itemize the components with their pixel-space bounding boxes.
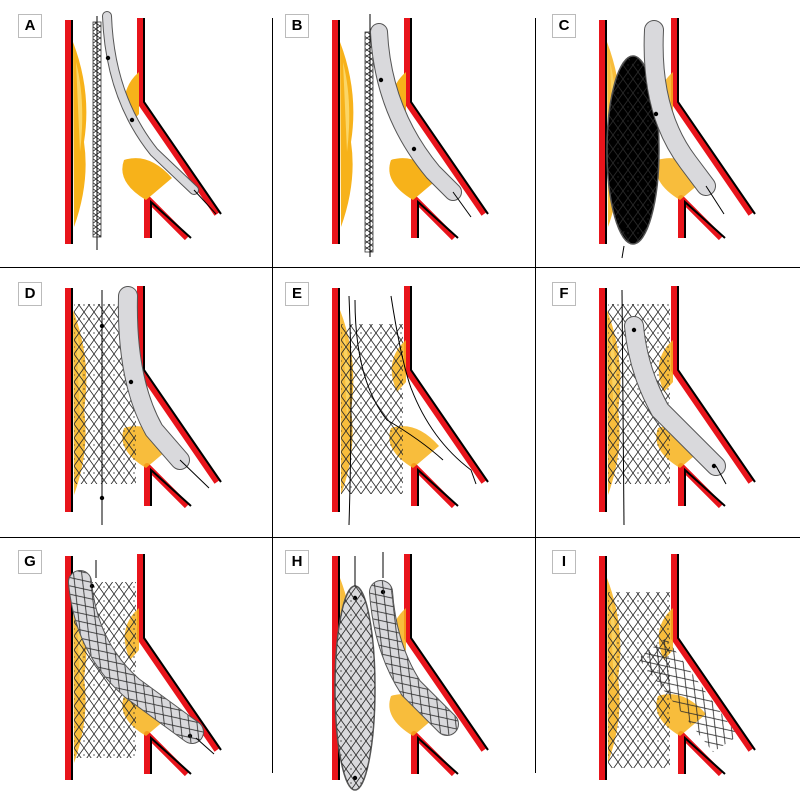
vessel-carina-outline: [150, 467, 192, 507]
vessel-right-wall-outline: [410, 18, 489, 215]
panel-d-illustration: [65, 286, 222, 525]
branch-balloon-marker-1: [129, 117, 135, 123]
panel-label: C: [552, 14, 576, 38]
branch-balloon: [103, 12, 198, 194]
divider-vertical-right: [535, 18, 536, 773]
crimped-stent-main: [92, 21, 102, 238]
guidewire-branch: [193, 189, 217, 215]
panel-h: H: [271, 538, 537, 804]
panel-a: A: [4, 2, 270, 268]
guidewire-main-tail: [621, 245, 625, 259]
vessel-right-wall: [137, 554, 220, 752]
branch-balloon-marker-0: [128, 379, 134, 385]
vessel-right-wall-outline: [677, 286, 756, 483]
vessel-carina-outline: [150, 199, 192, 239]
vessel-right-wall-outline: [410, 554, 489, 751]
crimped-stent-main: [364, 31, 374, 253]
guidewire-main: [348, 295, 352, 526]
vessel-right-wall-outline: [143, 286, 222, 483]
vessel-carina-outline: [684, 735, 726, 775]
plaque-left-highlight: [76, 62, 83, 152]
vessel-right-wall: [404, 286, 487, 484]
panel-g-illustration: [65, 554, 222, 780]
branch-stent: [69, 571, 203, 743]
divider-horizontal-bottom: [0, 537, 800, 538]
guidewire-branch: [179, 459, 210, 489]
divider-horizontal-top: [0, 267, 800, 268]
guidewire-main: [621, 289, 625, 526]
branch-balloon: [371, 24, 461, 200]
panel-b-illustration: [332, 14, 489, 257]
main-wire-marker-bottom: [99, 495, 105, 501]
panel-a-illustration: [65, 11, 222, 250]
main-stent: [335, 586, 375, 790]
plaque-carina: [122, 158, 172, 200]
panel-label: F: [552, 282, 576, 306]
branch-balloon-marker-0: [631, 327, 637, 333]
panel-c-illustration: [599, 18, 756, 259]
branch-stent: [638, 638, 738, 752]
panel-label: H: [285, 550, 309, 574]
main-balloon-marker-bottom: [623, 227, 629, 233]
branch-balloon: [644, 21, 715, 195]
panel-d: D: [4, 270, 270, 536]
branch-balloon-marker-1: [711, 463, 717, 469]
vessel-carina-outline: [684, 199, 726, 239]
branch-balloon-marker-1: [411, 146, 417, 152]
main-wire-marker-top: [99, 323, 105, 329]
divider-vertical-left: [272, 18, 273, 773]
vessel-carina-outline: [417, 735, 459, 775]
vessel-right-wall-outline: [677, 18, 756, 215]
vessel-right-wall: [404, 18, 487, 216]
vessel-right-wall: [404, 554, 487, 752]
panel-h-illustration: [332, 552, 489, 791]
guidewire-branch: [390, 295, 477, 485]
guidewire-branch: [452, 191, 472, 218]
panel-e-illustration: [332, 286, 489, 526]
branch-stent: [370, 581, 458, 735]
panel-f: F: [538, 270, 800, 536]
main-balloon-with-stent: [606, 55, 660, 245]
vessel-right-wall: [671, 286, 754, 484]
panel-label: A: [18, 14, 42, 38]
branch-balloon-marker-0: [653, 111, 659, 117]
plaque-left-highlight: [343, 62, 350, 152]
guidewire-rewire: [354, 299, 444, 461]
guidewire-branch: [195, 737, 215, 755]
vessel-right-wall-outline: [143, 18, 222, 215]
panel-b: B: [271, 2, 537, 268]
vessel-right-wall-outline: [143, 554, 222, 751]
vessel-right-wall: [137, 18, 220, 216]
guidewire-branch: [715, 465, 727, 485]
vessel-carina-outline: [417, 467, 459, 507]
vessel-right-wall: [671, 554, 754, 752]
panel-label: E: [285, 282, 309, 306]
panel-f-illustration: [599, 286, 756, 526]
guidewire-branch: [705, 185, 725, 215]
branch-balloon-marker-0: [378, 77, 384, 83]
panel-label: I: [552, 550, 576, 574]
vessel-right-wall-outline: [677, 554, 756, 751]
vessel-carina-outline: [684, 467, 726, 507]
main-balloon-marker-top: [628, 59, 634, 65]
panel-label: B: [285, 14, 309, 38]
panel-label: G: [18, 550, 42, 574]
panel-c: C: [538, 2, 800, 268]
panel-i-illustration: [599, 554, 756, 780]
branch-balloon-marker-0: [105, 55, 111, 61]
panel-label: D: [18, 282, 42, 306]
branch-balloon: [118, 287, 189, 469]
panel-g: G: [4, 538, 270, 804]
vessel-right-wall-outline: [410, 286, 489, 483]
vessel-carina-outline: [417, 199, 459, 239]
panel-e: E: [271, 270, 537, 536]
branch-balloon: [625, 317, 725, 475]
vessel-carina-outline: [150, 735, 192, 775]
vessel-right-wall: [671, 18, 754, 216]
panel-i: I: [538, 538, 800, 804]
